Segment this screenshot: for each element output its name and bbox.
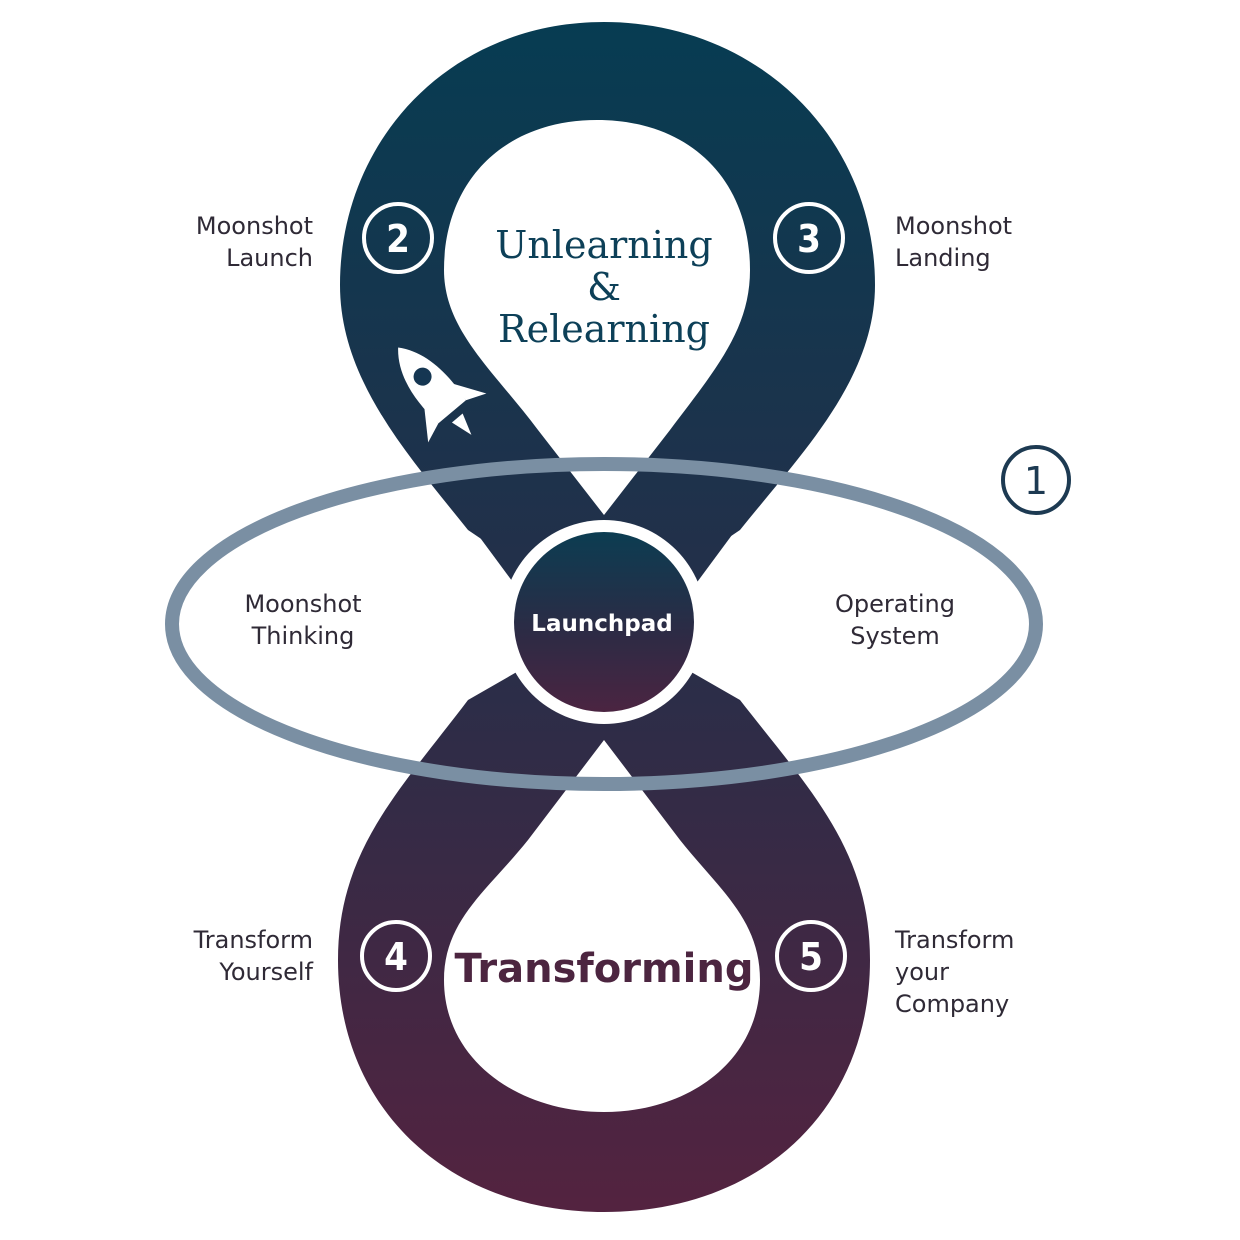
top-title-line-3: Relearning <box>498 307 710 351</box>
step-3-badge: 3 <box>773 202 845 274</box>
step-2-badge: 2 <box>362 202 434 274</box>
launchpad-node: Launchpad <box>502 520 706 724</box>
rocket-icon <box>398 347 487 443</box>
step-1-badge: 1 <box>1001 445 1071 515</box>
operating-ring <box>165 457 1043 791</box>
top-title-line-1: Unlearning <box>495 223 712 267</box>
step-5-label-line-2: your <box>895 958 949 986</box>
top-title-line-2: & <box>587 265 621 309</box>
ring-right-label-line-2: System <box>850 622 940 650</box>
launchpad-label: Launchpad <box>531 611 672 637</box>
ring-left-label-line-2: Thinking <box>251 622 355 650</box>
step-5-label-line-3: Company <box>895 990 1009 1018</box>
step-4-label-line-2: Yourself <box>218 958 313 986</box>
step-5-number: 5 <box>799 935 823 979</box>
ring-right-label-line-1: Operating <box>835 590 955 618</box>
step-3-label-line-1: Moonshot <box>895 212 1012 240</box>
step-1-number: 1 <box>1024 459 1048 503</box>
step-4-badge: 4 <box>360 920 432 992</box>
step-3-label-line-2: Landing <box>895 244 991 272</box>
ring-left-label-line-1: Moonshot <box>244 590 361 618</box>
bottom-title: Transforming <box>454 946 753 992</box>
step-4-number: 4 <box>384 935 408 979</box>
step-5-label-line-1: Transform <box>894 926 1014 954</box>
step-2-label-line-2: Launch <box>226 244 313 272</box>
step-3-number: 3 <box>797 217 821 261</box>
step-2-number: 2 <box>386 217 410 261</box>
step-2-label-line-1: Moonshot <box>196 212 313 240</box>
step-4-label-line-1: Transform <box>193 926 313 954</box>
top-title: Unlearning & Relearning <box>495 223 712 351</box>
step-5-badge: 5 <box>775 920 847 992</box>
